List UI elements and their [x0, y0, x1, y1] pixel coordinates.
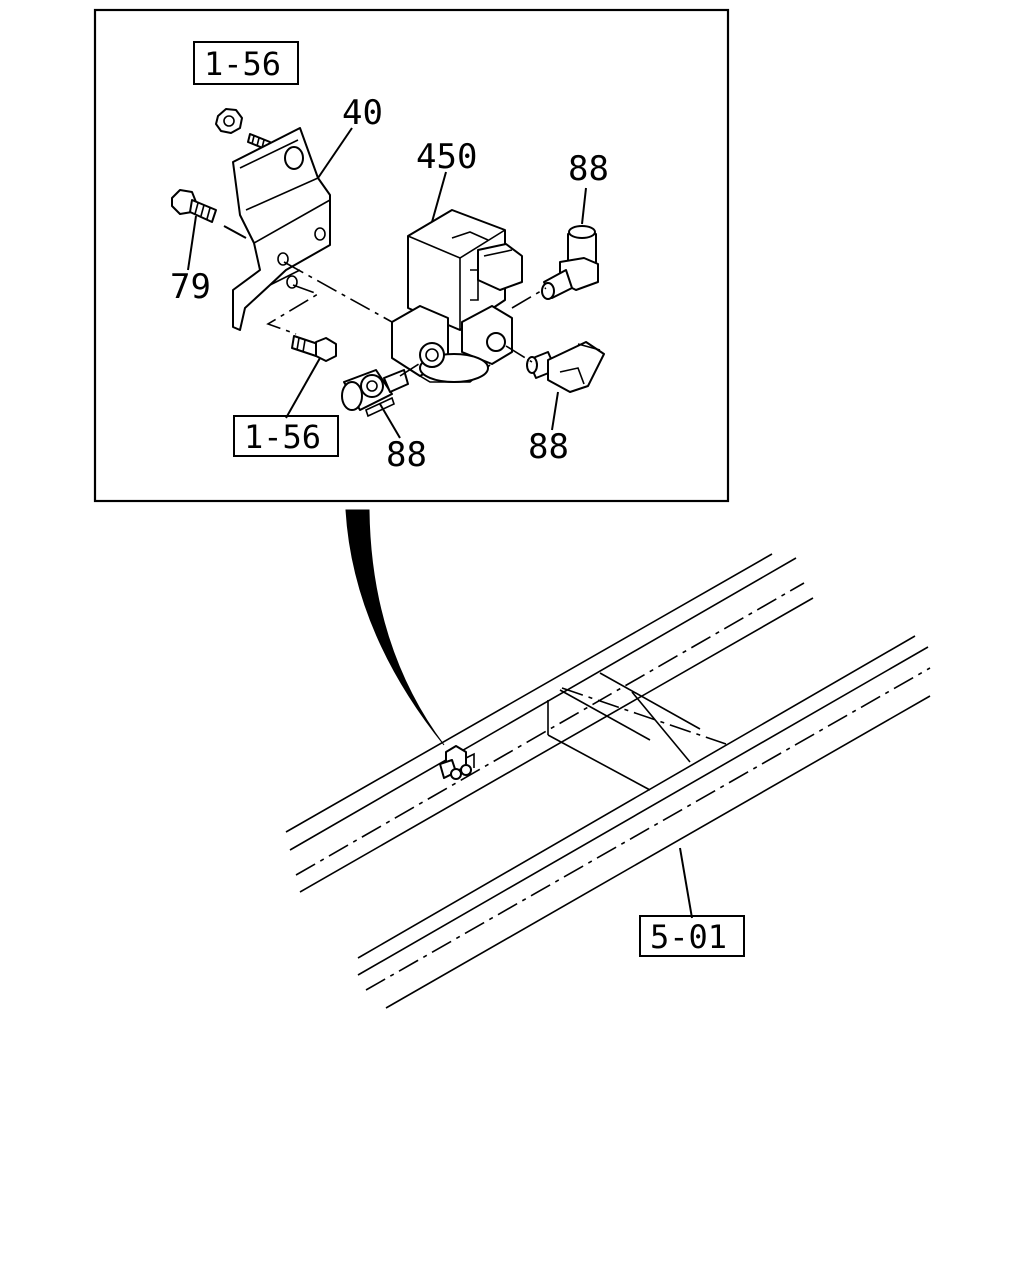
callout-valve-label: 450 [416, 137, 477, 177]
valve-on-frame [439, 745, 475, 780]
assembly-centerlines [266, 261, 547, 377]
fitting-top-right-part [541, 225, 599, 300]
ref-frame-label: 5-01 [650, 918, 727, 956]
ref-box-frame[interactable]: 5-01 [639, 915, 745, 957]
ref-bolt-label: 1-56 [244, 418, 321, 456]
solenoid-valve-part [391, 209, 523, 383]
bolt-lower-part [291, 335, 337, 362]
detail-pointer [345, 509, 445, 746]
ref-box-bolt[interactable]: 1-56 [233, 415, 339, 457]
nut-part [215, 108, 271, 151]
vehicle-frame [285, 553, 931, 1009]
callout-fitting-bottom-right-label: 88 [528, 427, 569, 467]
bracket-part [232, 127, 331, 331]
callout-fitting-bottom-left-label: 88 [386, 435, 427, 475]
ref-nut-label: 1-56 [204, 45, 281, 83]
callout-bolt-label: 79 [170, 267, 211, 307]
leader-lines [187, 127, 587, 439]
frame-leader-line [679, 847, 693, 919]
fitting-bottom-right-part [526, 341, 605, 393]
callout-bracket-label: 40 [342, 93, 383, 133]
ref-box-nut[interactable]: 1-56 [193, 41, 299, 85]
bolt-79-part [171, 189, 217, 223]
callout-fitting-top-right-label: 88 [568, 149, 609, 189]
fitting-bottom-left-part [341, 369, 409, 418]
detail-inset-frame [93, 8, 730, 503]
